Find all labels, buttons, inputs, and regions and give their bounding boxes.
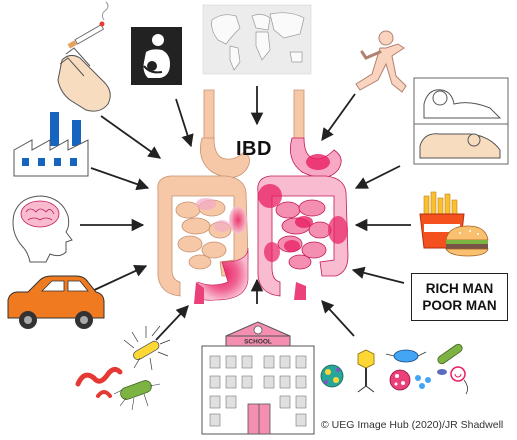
rich-man-label: RICH MAN: [425, 281, 494, 296]
inflamed-gut: [257, 89, 349, 300]
running-person-icon: [355, 30, 407, 93]
breastfeeding-icon: [131, 27, 182, 85]
world-map-icon: [202, 4, 312, 75]
fast-food-icon: [419, 191, 489, 257]
school-building-icon: SCHOOL: [201, 321, 315, 435]
bacteria-icon: [75, 325, 171, 411]
microbes-virus-icon: [320, 343, 468, 395]
image-credit: © UEG Image Hub (2020)/JR Shadwell: [321, 419, 504, 431]
car-icon: [7, 275, 105, 329]
smoking-hand-icon: [57, 1, 111, 112]
ibd-central-label: IBD: [236, 138, 272, 160]
healthy-gut: [157, 89, 250, 304]
industrial-factory-icon: [13, 112, 89, 177]
poor-man-label: POOR MAN: [422, 298, 497, 313]
sleeping-person-icon: [413, 77, 509, 165]
school-sign: SCHOOL: [244, 339, 272, 346]
brain-head-icon: [12, 195, 73, 263]
rich-poor-box: RICH MAN POOR MAN: [411, 273, 508, 321]
arrows: [80, 86, 411, 341]
